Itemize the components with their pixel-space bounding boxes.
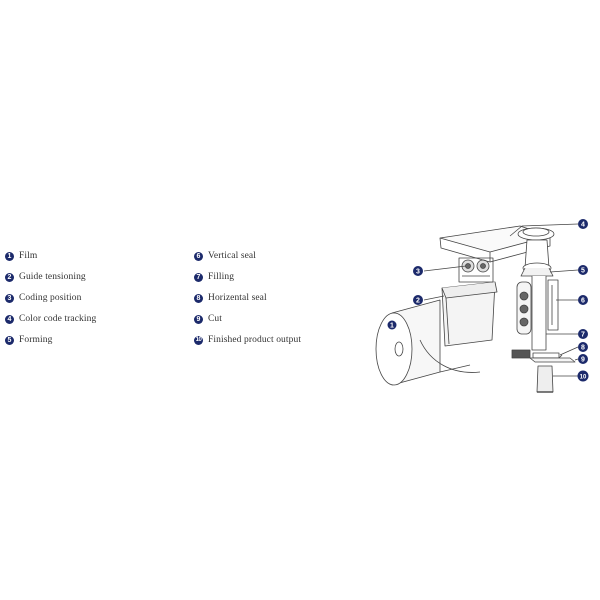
legend-badge: 8: [194, 293, 203, 303]
legend-badge: 2: [5, 272, 14, 282]
legend-item-color-code-tracking: 4 Color code tracking: [5, 312, 96, 326]
callout-7: 7: [578, 329, 588, 339]
callout-3-label: 3: [416, 269, 420, 276]
legend-label: Finished product output: [208, 335, 302, 345]
legend-label: Color code tracking: [19, 314, 97, 324]
legend-item-forming: 5 Forming: [5, 333, 52, 347]
guide-tensioning-plate: [441, 281, 498, 347]
legend-item-film: 1 Film: [5, 249, 37, 263]
callout-3: 3: [413, 266, 423, 276]
callout-1: 1: [387, 320, 397, 330]
legend-item-horizental-seal: 8 Horizental seal: [194, 291, 267, 305]
legend-badge: 4: [5, 314, 14, 324]
legend-label: Forming: [19, 335, 53, 345]
finished-product: [536, 365, 554, 393]
callout-7-label: 7: [581, 332, 585, 339]
callout-8: 8: [578, 342, 588, 352]
legend-badge: 9: [194, 314, 203, 324]
callout-5: 5: [578, 265, 588, 275]
leader-lines: [423, 223, 579, 377]
legend-label: Film: [19, 251, 38, 261]
callout-5-label: 5: [581, 268, 585, 275]
legend-badge: 5: [5, 335, 14, 345]
legend-label: Coding position: [19, 293, 82, 303]
legend-badge: 7: [194, 272, 203, 282]
callout-badges: 1 2 3 4 5 6 7 8: [387, 219, 589, 382]
legend-label: Cut: [208, 314, 223, 324]
legend-badge: 10: [194, 335, 203, 345]
callout-1-label: 1: [390, 323, 394, 330]
callout-10-label: 10: [580, 375, 587, 381]
forming-tube: [520, 239, 554, 277]
legend-label: Guide tensioning: [19, 272, 86, 282]
callout-9: 9: [578, 354, 588, 364]
horizontal-seal: [511, 349, 563, 359]
callout-4: 4: [578, 219, 588, 229]
filling-tube: [531, 276, 547, 351]
legend-item-filling: 7 Filling: [194, 270, 234, 284]
legend-item-vertical-seal: 6 Vertical seal: [194, 249, 256, 263]
legend-item-cut: 9 Cut: [194, 312, 222, 326]
cut-blade: [529, 357, 576, 363]
legend-badge: 3: [5, 293, 14, 303]
legend-label: Vertical seal: [208, 251, 256, 261]
callout-10: 10: [577, 370, 589, 382]
legend-item-coding-position: 3 Coding position: [5, 291, 81, 305]
callout-6: 6: [578, 295, 588, 305]
vertical-seal: [516, 279, 559, 335]
callout-4-label: 4: [581, 222, 585, 229]
film-roll: [375, 299, 481, 386]
callout-2: 2: [413, 295, 423, 305]
legend-label: Horizental seal: [208, 293, 267, 303]
callout-2-label: 2: [416, 298, 420, 305]
legend-badge: 6: [194, 251, 203, 261]
callout-9-label: 9: [581, 357, 585, 364]
legend-item-finished-product-output: 10 Finished product output: [194, 333, 301, 347]
legend-item-guide-tensioning: 2 Guide tensioning: [5, 270, 86, 284]
callout-6-label: 6: [581, 298, 585, 305]
callout-8-label: 8: [581, 345, 585, 352]
legend-badge: 1: [5, 251, 14, 261]
legend-label: Filling: [208, 272, 235, 282]
